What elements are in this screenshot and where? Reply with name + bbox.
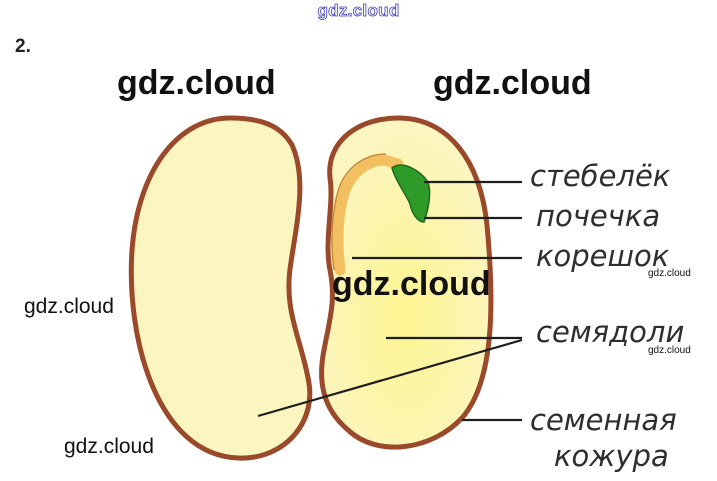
watermark-center-big: gdz.cloud <box>332 265 491 304</box>
watermark-right-big: gdz.cloud <box>433 64 592 103</box>
watermark-small-1: gdz.cloud <box>648 268 691 279</box>
watermark-bottom-left: gdz.cloud <box>64 435 154 459</box>
label-seed-coat-2: кожура <box>554 439 669 473</box>
watermark-left-mid: gdz.cloud <box>24 295 114 319</box>
left-seed-half <box>131 118 310 458</box>
watermark-left-big: gdz.cloud <box>117 64 276 103</box>
label-stem: стебелёк <box>530 159 671 193</box>
watermark-small-2: gdz.cloud <box>648 345 691 356</box>
label-cotyledons: семядоли <box>536 315 684 349</box>
label-bud: почечка <box>536 199 660 233</box>
label-seed-coat-1: семенная <box>530 403 677 437</box>
